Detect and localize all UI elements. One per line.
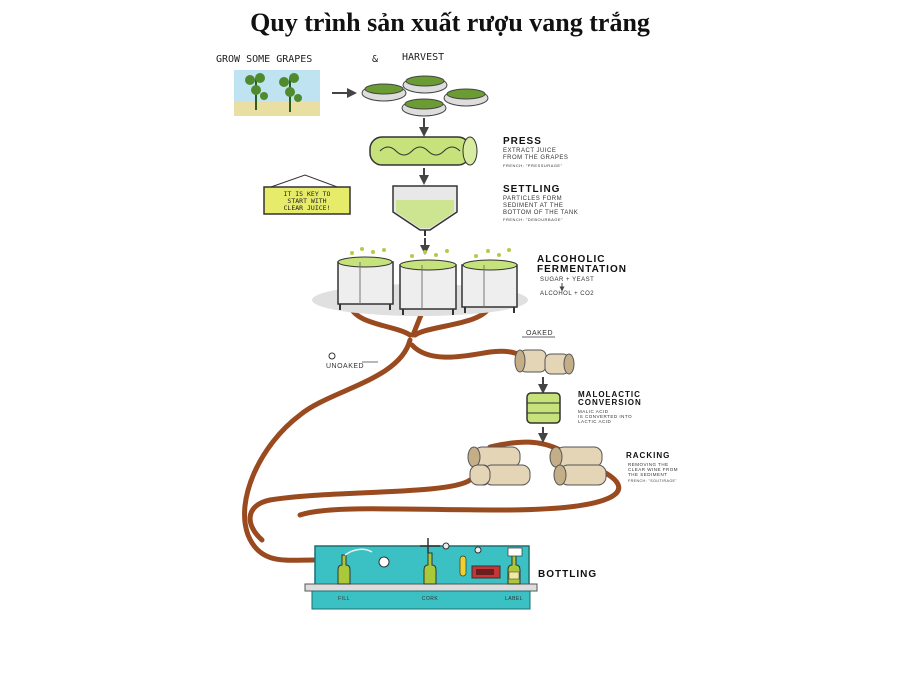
grow-grapes-label: GROW SOME GRAPES — [216, 54, 312, 65]
fermentation-heading-1: ALCOHOLIC — [537, 254, 605, 265]
pipe-racking-right — [297, 467, 622, 518]
racking-french: FRENCH: "SOUTIRAGE" — [628, 479, 677, 483]
harvest-baskets — [361, 75, 489, 117]
malolactic-heading-1: MALOLACTIC — [578, 390, 641, 399]
bottle-cork — [423, 552, 437, 585]
settling-desc-3: BOTTOM OF THE TANK — [503, 210, 578, 216]
press-stage: PRESS EXTRACT JUICE FROM THE GRAPES FREN… — [369, 136, 568, 168]
oaked-label: OAKED — [526, 330, 553, 337]
fermentation-desc-2: ALCOHOL + CO2 — [540, 291, 594, 297]
racking-desc-1: REMOVING THE — [628, 462, 669, 467]
racking-desc-2: CLEAR WINE FROM — [628, 467, 678, 472]
fermentation-desc-1: SUGAR + YEAST — [540, 277, 594, 283]
settling-french: FRENCH: "DEBOURBAGE" — [503, 217, 563, 222]
racking-barrels-right — [549, 446, 607, 486]
unoaked-label: UNOAKED — [326, 363, 364, 370]
unoaked-label-group: UNOAKED — [326, 352, 378, 370]
press-desc-1: EXTRACT JUICE — [503, 148, 556, 154]
label-label: LABEL — [505, 596, 523, 602]
pipe-unoaked — [242, 337, 413, 563]
ampersand-label: & — [372, 54, 378, 65]
malolactic-desc-2: IS CONVERTED INTO — [578, 414, 632, 419]
diagram-title: Quy trình sản xuất rượu vang trắng — [250, 8, 650, 37]
settling-heading: SETTLING — [503, 184, 560, 195]
bottling-machine: FILL CORK LABEL — [304, 538, 538, 610]
bottling-heading: BOTTLING — [538, 569, 597, 580]
fermentation-tank-2 — [399, 259, 457, 315]
pipe-to-oaked — [409, 342, 525, 360]
sign-line-2: START WITH — [287, 197, 326, 205]
racking-heading: RACKING — [626, 451, 670, 460]
oak-barrels — [514, 349, 575, 375]
press-heading: PRESS — [503, 136, 542, 147]
settling-stage: SETTLING PARTICLES FORM SEDIMENT AT THE … — [392, 184, 578, 236]
harvest-label: HARVEST — [402, 52, 444, 63]
sign-line-3: CLEAR JUICE! — [284, 204, 331, 212]
grapes-section: GROW SOME GRAPES & HARVEST — [216, 52, 489, 117]
settling-desc-1: PARTICLES FORM — [503, 196, 562, 202]
pipe-racking-to-bottling — [247, 477, 473, 543]
malolactic-heading-2: CONVERSION — [578, 398, 642, 407]
racking-text: RACKING REMOVING THE CLEAR WINE FROM THE… — [626, 451, 678, 483]
fermentation-tank-3 — [461, 259, 518, 313]
malolactic-desc-3: LACTIC ACID — [578, 419, 612, 424]
racking-desc-3: THE SEDIMENT — [628, 472, 668, 477]
fill-label: FILL — [338, 596, 350, 602]
clear-juice-sign: IT IS KEY TO START WITH CLEAR JUICE! — [263, 174, 351, 215]
co2-bubbles — [350, 247, 511, 258]
settling-desc-2: SEDIMENT AT THE — [503, 203, 563, 209]
fermentation-tank-1 — [337, 256, 394, 310]
malolactic-barrel — [526, 392, 561, 424]
sign-line-1: IT IS KEY TO — [284, 190, 331, 198]
racking-barrels-left — [467, 446, 531, 486]
fermentation-stage: ALCOHOLIC FERMENTATION SUGAR + YEAST ALC… — [312, 247, 627, 316]
vineyard-illustration — [234, 70, 320, 116]
pipes — [242, 302, 622, 563]
malolactic-stage: MALOLACTIC CONVERSION MALIC ACID IS CONV… — [526, 390, 642, 424]
press-desc-2: FROM THE GRAPES — [503, 155, 568, 161]
cork-label: CORK — [422, 596, 439, 602]
press-cylinder — [369, 136, 471, 166]
malolactic-desc-1: MALIC ACID — [578, 409, 609, 414]
press-french: FRENCH: "PRESSURAGE" — [503, 163, 563, 168]
gauge — [378, 556, 390, 568]
fermentation-heading-2: FERMENTATION — [537, 264, 627, 275]
